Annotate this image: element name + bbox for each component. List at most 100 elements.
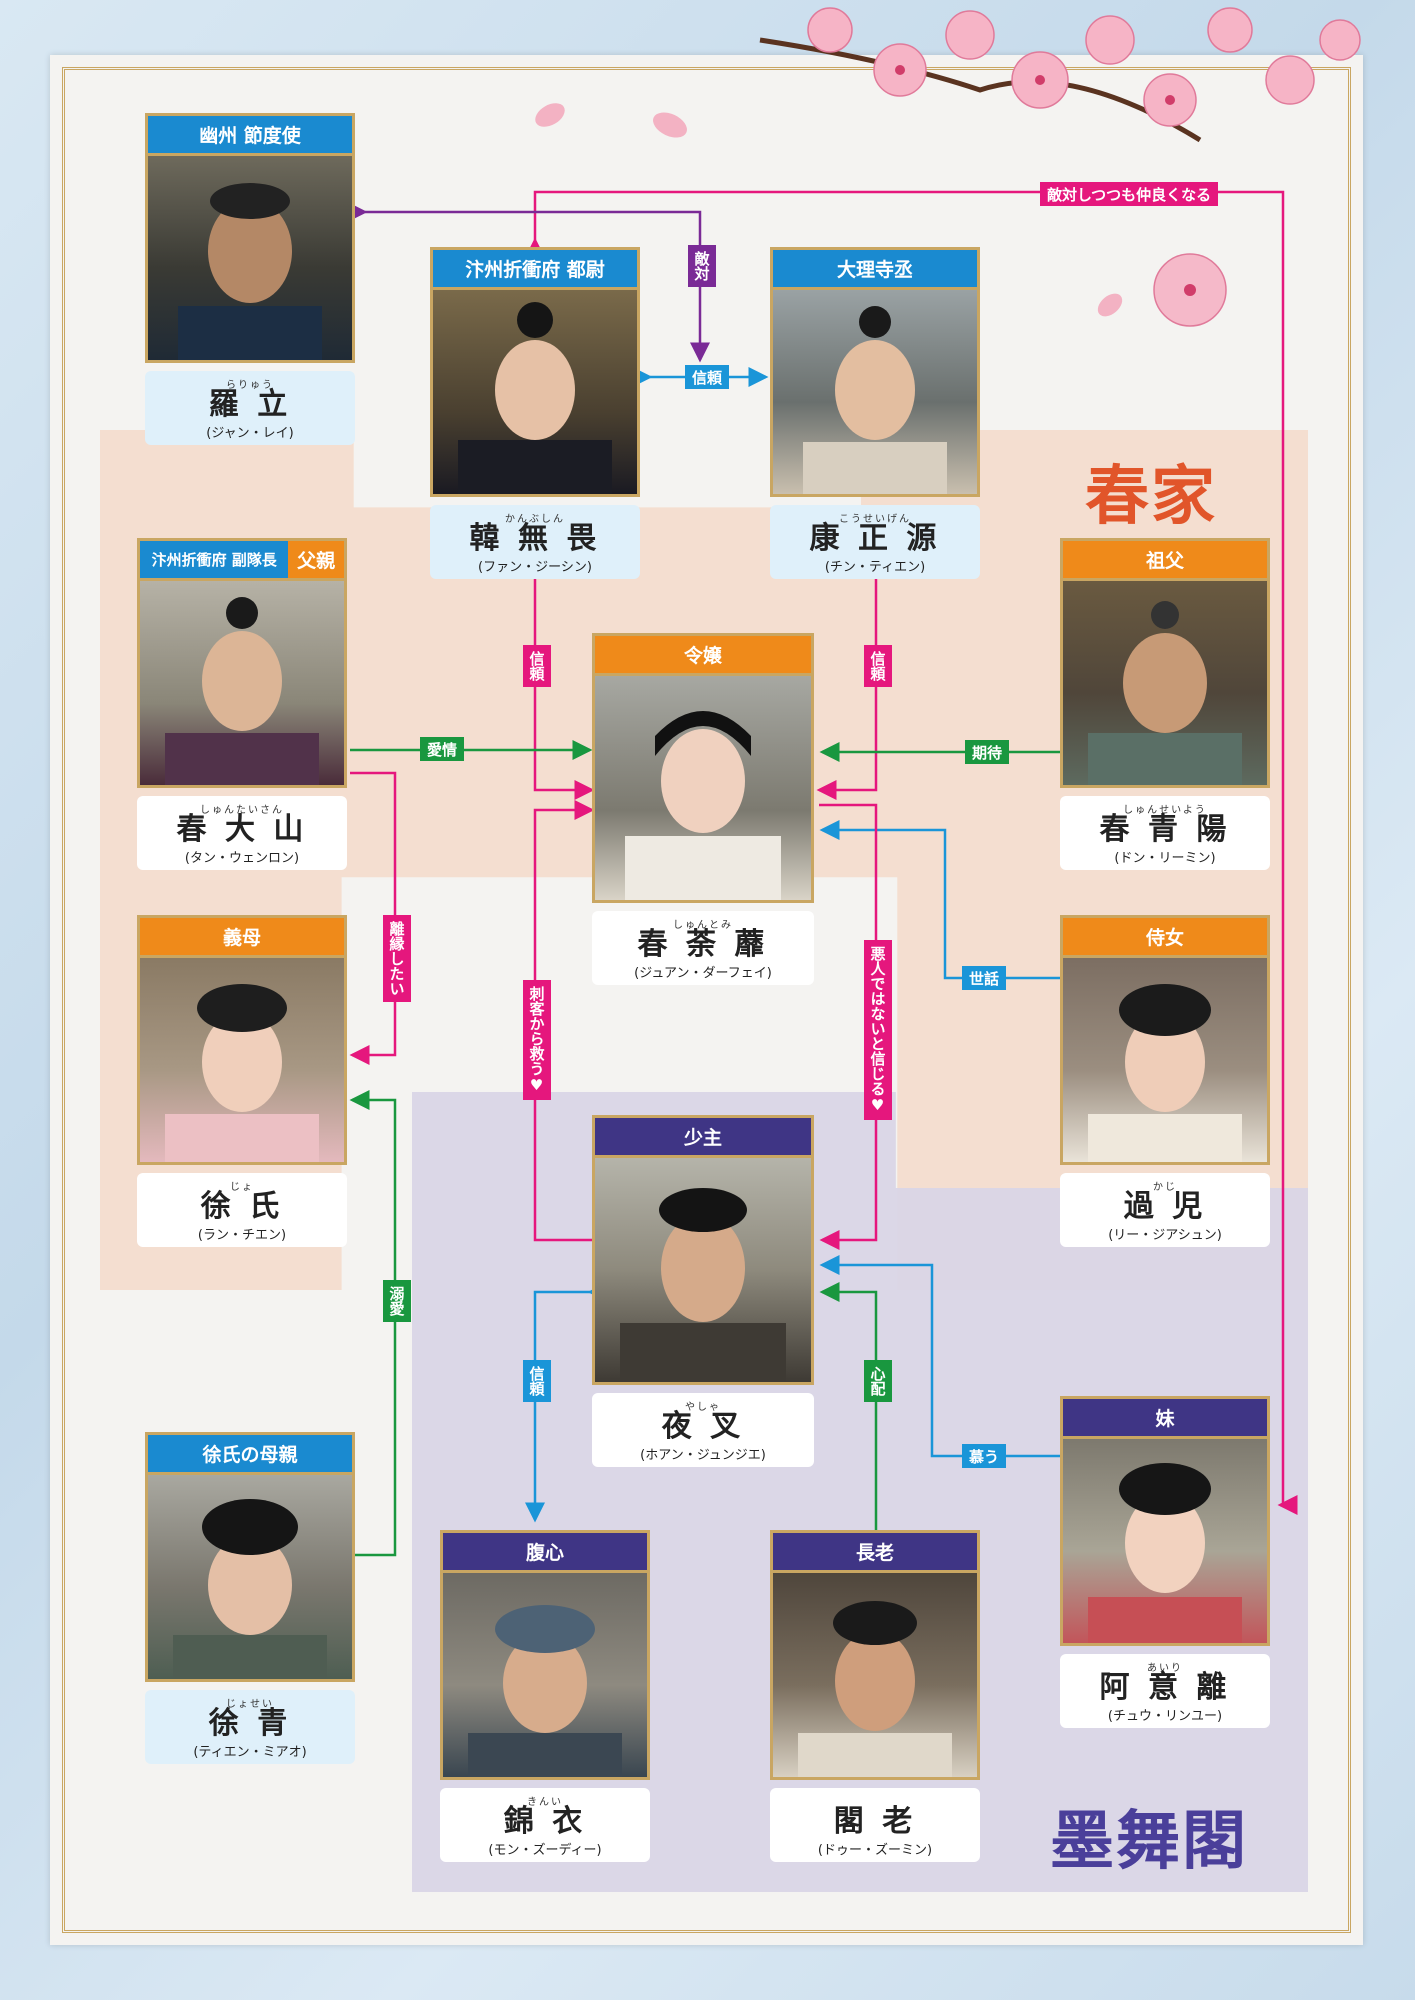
character-name: 羅 立 xyxy=(208,386,292,422)
line-dekiai xyxy=(349,1090,397,1557)
name-box: きんい 錦 衣 (モン・ズーディー) xyxy=(440,1788,650,1862)
role-label: 祖父 xyxy=(1060,538,1270,578)
label-dekiai: 溺愛 xyxy=(383,1280,411,1322)
name-ruby: きんい xyxy=(527,1796,563,1808)
card-kinie: 腹心 きんい 錦 衣 (モン・ズーディー) xyxy=(440,1530,650,1862)
petal-decoration xyxy=(535,103,687,138)
role-label: 少主 xyxy=(592,1115,814,1155)
role-label: 徐氏の母親 xyxy=(145,1432,355,1472)
card-josei: 徐氏の母親 じょせい 徐 青 (ティエン・ミアオ) xyxy=(145,1432,355,1764)
card-yasha: 少主 やしゃ 夜 叉 (ホアン・ジュンジエ) xyxy=(592,1115,814,1467)
character-name: 過 児 xyxy=(1123,1188,1207,1224)
person-silhouette-icon xyxy=(1088,601,1242,785)
portrait-photo xyxy=(592,1155,814,1385)
portrait-photo xyxy=(592,673,814,903)
actor-name: (チュウ・リンユー) xyxy=(1107,1708,1223,1724)
actor-name: (ドゥー・ズーミン) xyxy=(817,1842,933,1858)
person-silhouette-icon xyxy=(165,984,319,1162)
portrait-photo xyxy=(770,1570,980,1780)
cherry-blossom-decoration xyxy=(759,7,1361,143)
name-ruby: しゅんせいよう xyxy=(1123,804,1207,816)
label-tekitai-nakayoku: 敵対しつつも仲良くなる xyxy=(1040,182,1219,206)
person-silhouette-icon xyxy=(798,1601,952,1777)
role-label: 長老 xyxy=(770,1530,980,1570)
card-kanbushin: 汴州折衝府 都尉 かんぶしん 韓 無 畏 (ファン・ジーシン) xyxy=(430,247,640,579)
character-name: 徐 氏 xyxy=(200,1188,284,1224)
role-label: 幽州 節度使 xyxy=(145,113,355,153)
name-box: 閣 老 (ドゥー・ズーミン) xyxy=(770,1788,980,1862)
role-label: 腹心 xyxy=(440,1530,650,1570)
card-joshi: 義母 じょ 徐 氏 (ラン・チエン) xyxy=(137,915,347,1247)
actor-name: (ファン・ジーシン) xyxy=(478,559,592,575)
name-box: あいり 阿 意 離 (チュウ・リンユー) xyxy=(1060,1654,1270,1728)
character-name: 夜 叉 xyxy=(661,1408,745,1444)
label-shinrai-top: 信頼 xyxy=(685,365,730,389)
card-kaji: 侍女 かじ 過 児 (リー・ジアシュン) xyxy=(1060,915,1270,1247)
character-name: 韓 無 畏 xyxy=(469,520,601,556)
name-box: しゅんたいさん 春 大 山 (タン・ウェンロン) xyxy=(137,796,347,870)
card-rakuritsu: 幽州 節度使 らりゅう 羅 立 (ジャン・レイ) xyxy=(145,113,355,445)
label-kitai: 期待 xyxy=(965,740,1010,764)
portrait-photo xyxy=(1060,955,1270,1165)
actor-name: (ティエン・ミアオ) xyxy=(193,1744,307,1760)
line-tekitai xyxy=(347,202,710,363)
actor-name: (ジャン・レイ) xyxy=(206,425,294,441)
name-box: じょせい 徐 青 (ティエン・ミアオ) xyxy=(145,1690,355,1764)
person-silhouette-icon xyxy=(178,183,322,360)
name-box: じょ 徐 氏 (ラン・チエン) xyxy=(137,1173,347,1247)
label-aijo: 愛情 xyxy=(420,737,465,761)
character-name: 錦 衣 xyxy=(503,1803,587,1839)
name-ruby: しゅんたいさん xyxy=(200,804,284,816)
name-ruby: あいり xyxy=(1147,1662,1183,1674)
name-ruby: こうせいげん xyxy=(839,513,911,525)
role-label: 汴州折衝府 副隊長 父親 xyxy=(137,538,347,578)
person-silhouette-icon xyxy=(803,306,947,494)
actor-name: (ラン・チエン) xyxy=(197,1227,287,1243)
name-box: やしゃ 夜 叉 (ホアン・ジュンジエ) xyxy=(592,1393,814,1467)
person-silhouette-icon xyxy=(620,1188,786,1382)
card-shunseiyo: 祖父 しゅんせいよう 春 青 陽 (ドン・リーミン) xyxy=(1060,538,1270,870)
character-name: 春 大 山 xyxy=(176,811,308,847)
name-box: こうせいげん 康 正 源 (チン・ティエン) xyxy=(770,505,980,579)
portrait-photo xyxy=(1060,578,1270,788)
label-shinrai-right: 信頼 xyxy=(864,645,892,687)
portrait-photo xyxy=(145,1472,355,1682)
role-label: 妹 xyxy=(1060,1396,1270,1436)
role-label: 大理寺丞 xyxy=(770,247,980,287)
line-sewa xyxy=(819,820,1060,980)
card-shuntomi: 令嬢 しゅんとみ 春 荼 蘼 (ジュアン・ダーフェイ) xyxy=(592,633,814,985)
character-name: 徐 青 xyxy=(208,1705,292,1741)
person-silhouette-icon xyxy=(625,711,781,900)
portrait-photo xyxy=(440,1570,650,1780)
label-shikaku: 刺客から救う♥ xyxy=(523,980,551,1100)
person-silhouette-icon xyxy=(468,1605,622,1777)
role-label-rank: 汴州折衝府 副隊長 xyxy=(140,541,289,578)
label-rien: 離縁したい xyxy=(383,915,411,1002)
actor-name: (ドン・リーミン) xyxy=(1114,850,1216,866)
actor-name: (ジュアン・ダーフェイ) xyxy=(634,965,772,981)
label-sewa: 世話 xyxy=(962,966,1007,990)
portrait-photo xyxy=(145,153,355,363)
name-ruby: かじ xyxy=(1153,1181,1177,1193)
role-label-relation: 父親 xyxy=(288,541,344,578)
card-kakuro: 長老 閣 老 (ドゥー・ズーミン) xyxy=(770,1530,980,1862)
character-name: 阿 意 離 xyxy=(1099,1669,1231,1705)
role-label: 汴州折衝府 都尉 xyxy=(430,247,640,287)
label-shinrai-left: 信頼 xyxy=(523,645,551,687)
portrait-photo xyxy=(137,578,347,788)
line-rien xyxy=(349,771,397,1065)
label-shitau: 慕う xyxy=(962,1444,1007,1468)
name-box: かんぶしん 韓 無 畏 (ファン・ジーシン) xyxy=(430,505,640,579)
label-shinrai-kinie: 信頼 xyxy=(523,1360,551,1402)
actor-name: (モン・ズーディー) xyxy=(488,1842,602,1858)
sumi-pavilion-title: 墨舞閣 xyxy=(1050,1804,1248,1879)
card-airi: 妹 あいり 阿 意 離 (チュウ・リンユー) xyxy=(1060,1396,1270,1728)
role-label: 侍女 xyxy=(1060,915,1270,955)
character-name: 春 青 陽 xyxy=(1099,811,1231,847)
person-silhouette-icon xyxy=(458,302,612,494)
name-box: かじ 過 児 (リー・ジアシュン) xyxy=(1060,1173,1270,1247)
portrait-photo xyxy=(770,287,980,497)
name-ruby: かんぶしん xyxy=(505,513,565,525)
character-name: 閣 老 xyxy=(833,1803,917,1839)
person-silhouette-icon xyxy=(173,1499,327,1679)
